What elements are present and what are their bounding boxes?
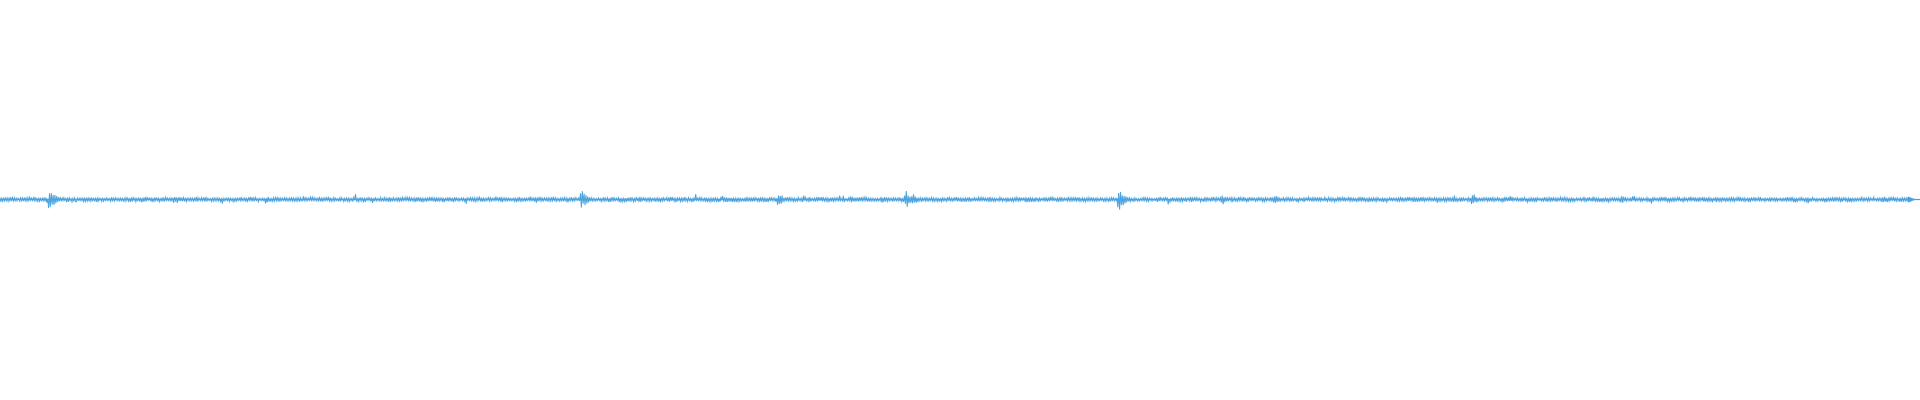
waveform-trace [0,190,1913,210]
waveform-end-marker [1908,196,1916,203]
